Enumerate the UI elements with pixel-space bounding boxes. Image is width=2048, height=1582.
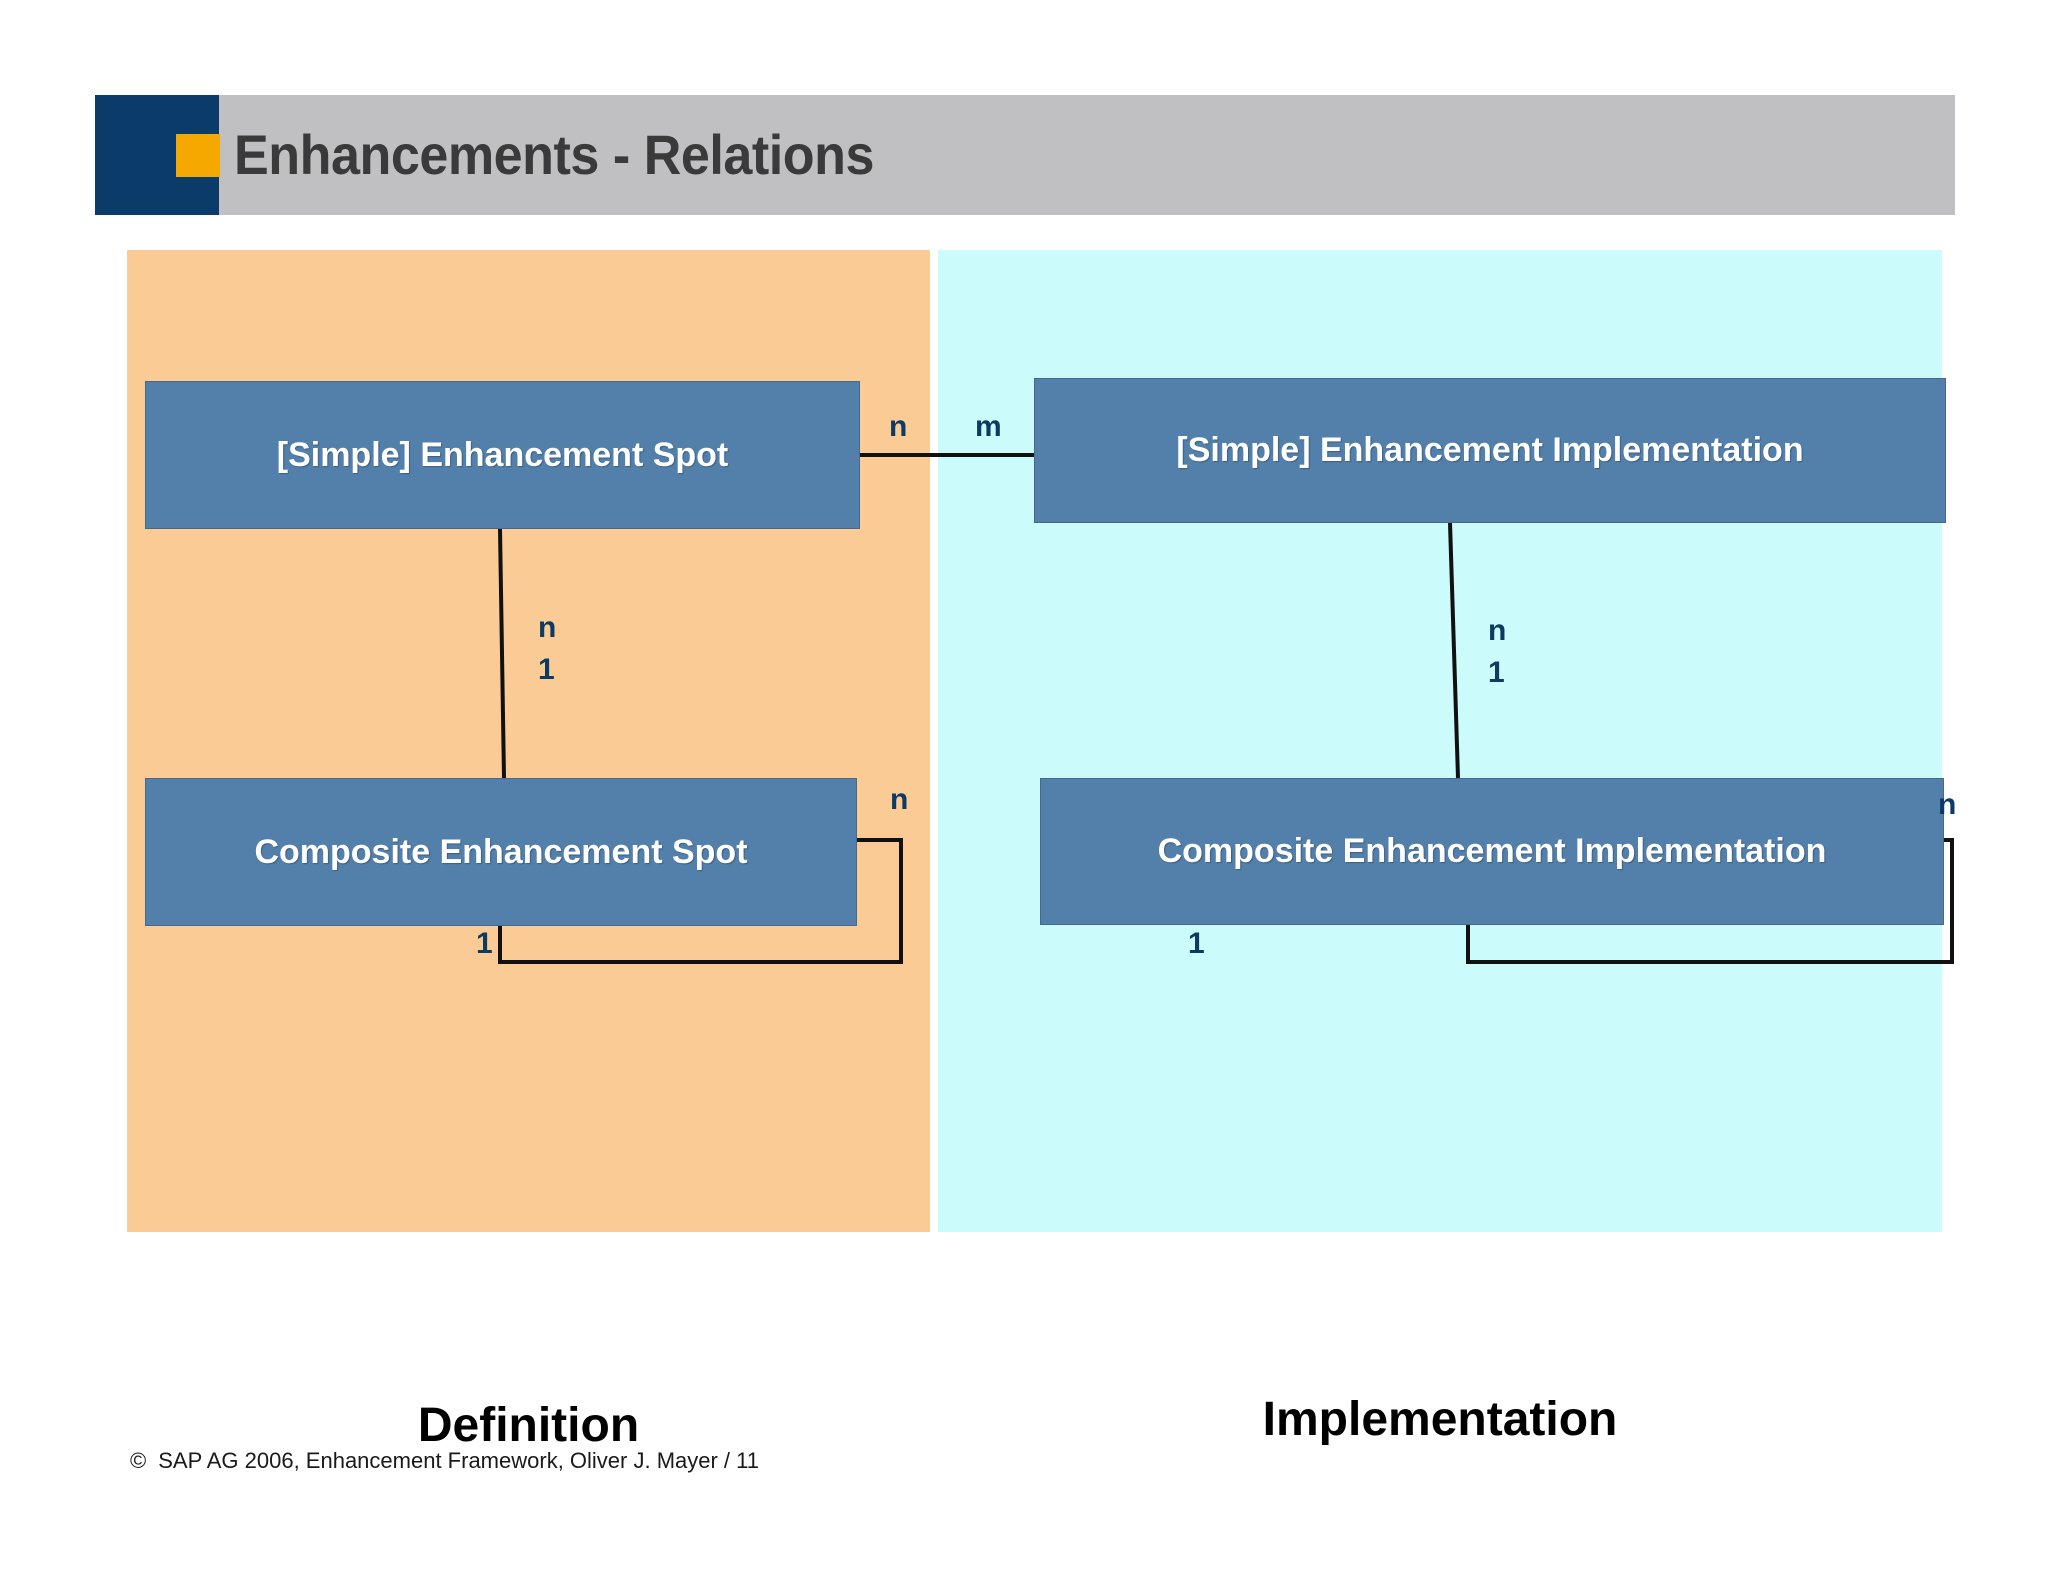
- cardinality-implementation-vertical-top: n: [1488, 614, 1507, 647]
- definition-panel-caption: Definition: [417, 1399, 640, 1452]
- entity-label-composite-enhancement-spot: Composite Enhancement Spot: [254, 832, 748, 871]
- entity-box-simple-enhancement-spot[interactable]: [Simple] Enhancement Spot: [145, 381, 860, 529]
- entity-box-composite-enhancement-implementation[interactable]: Composite Enhancement Implementation: [1040, 778, 1944, 925]
- cardinality-implementation-loop-1: 1: [1188, 927, 1205, 960]
- entity-label-composite-enhancement-implementation: Composite Enhancement Implementation: [1157, 832, 1827, 870]
- page-title: Enhancements - Relations: [234, 123, 874, 186]
- cardinality-definition-vertical-bottom: 1: [538, 653, 555, 686]
- cardinality-definition-loop-1: 1: [476, 927, 493, 960]
- cardinality-spot-side: n: [889, 410, 908, 443]
- copyright-icon: ©: [130, 1448, 147, 1473]
- entity-box-simple-enhancement-implementation[interactable]: [Simple] Enhancement Implementation: [1034, 378, 1946, 523]
- footer-note: © SAP AG 2006, Enhancement Framework, Oli…: [130, 1448, 759, 1474]
- cardinality-implementation-vertical-bottom: 1: [1488, 656, 1505, 689]
- cardinality-definition-loop-n: n: [890, 783, 909, 816]
- footer-text: SAP AG 2006, Enhancement Framework, Oliv…: [158, 1448, 759, 1473]
- header-orange-accent-icon: [176, 134, 220, 177]
- entity-box-composite-enhancement-spot[interactable]: Composite Enhancement Spot: [145, 778, 857, 926]
- entity-label-simple-enhancement-implementation: [Simple] Enhancement Implementation: [1176, 431, 1804, 469]
- cardinality-implementation-side: m: [975, 410, 1002, 443]
- entity-label-simple-enhancement-spot: [Simple] Enhancement Spot: [276, 435, 729, 474]
- cardinality-implementation-loop-n: n: [1938, 788, 1957, 821]
- header-bar: [95, 95, 1955, 215]
- cardinality-definition-vertical-top: n: [538, 611, 557, 644]
- implementation-panel-caption: Implementation: [1262, 1393, 1618, 1446]
